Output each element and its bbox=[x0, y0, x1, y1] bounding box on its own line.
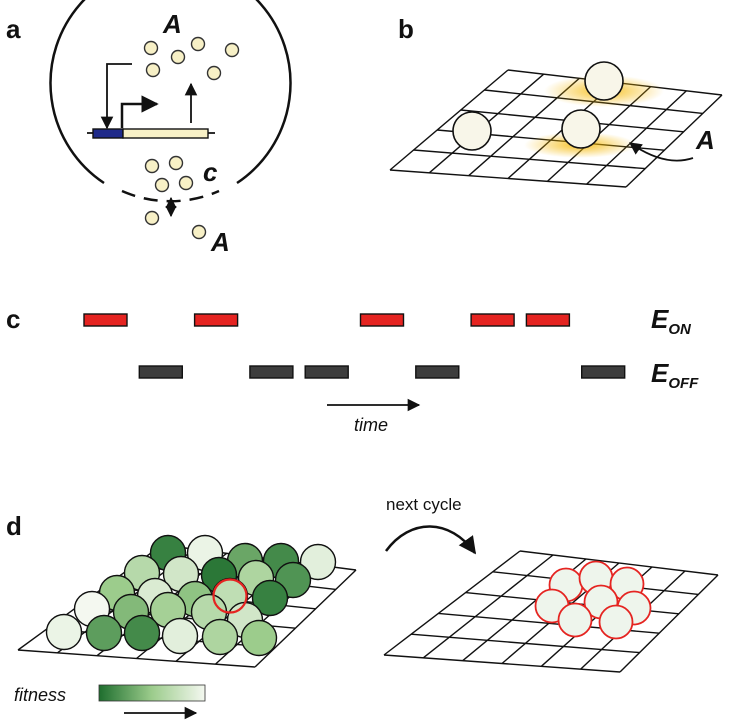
population-cells bbox=[45, 534, 337, 657]
next-cycle-label: next cycle bbox=[386, 495, 462, 514]
population-cell bbox=[161, 617, 199, 655]
panel-c: c EON EOFF time bbox=[6, 304, 699, 435]
on-event-bar bbox=[83, 313, 128, 327]
off-events-row bbox=[138, 365, 626, 379]
population-cell bbox=[85, 614, 123, 652]
on-event-bar bbox=[470, 313, 515, 327]
feedback-arrow bbox=[100, 63, 132, 130]
off-event-bar bbox=[249, 365, 294, 379]
gene bbox=[122, 128, 209, 139]
panel-a-label: a bbox=[6, 14, 21, 44]
off-state-label: EOFF bbox=[651, 358, 699, 392]
seeded-cells bbox=[534, 560, 652, 640]
lattice-cells bbox=[452, 61, 624, 151]
population-cell bbox=[123, 614, 161, 652]
signal-label: A bbox=[695, 125, 715, 155]
panel-d-label: d bbox=[6, 511, 22, 541]
signal-molecules-outside bbox=[144, 210, 207, 240]
seeded-cell bbox=[557, 602, 593, 638]
panel-d: d next cycle fitness bbox=[6, 495, 719, 720]
concentration-label: c bbox=[203, 157, 218, 187]
off-event-bar bbox=[581, 365, 626, 379]
population-cell bbox=[251, 579, 289, 617]
population-cell bbox=[45, 613, 83, 651]
lattice-cell bbox=[561, 109, 601, 149]
on-event-bar bbox=[525, 313, 571, 327]
on-event-bar bbox=[359, 313, 405, 327]
panel-c-label: c bbox=[6, 304, 20, 334]
time-label: time bbox=[354, 415, 388, 435]
on-events-row bbox=[83, 313, 571, 327]
population-cell bbox=[201, 618, 239, 656]
on-state-label: EON bbox=[651, 304, 692, 338]
signal-label-inside: A bbox=[162, 9, 182, 39]
transcription-arrow bbox=[120, 95, 159, 128]
panel-b: b A bbox=[389, 14, 723, 188]
lattice-cell bbox=[452, 111, 492, 151]
signal-molecules-bottom bbox=[144, 155, 194, 193]
off-event-bar bbox=[138, 365, 184, 379]
lattice-cell bbox=[584, 61, 624, 101]
off-event-bar bbox=[304, 365, 349, 379]
off-event-bar bbox=[415, 365, 460, 379]
signal-molecules-top bbox=[143, 36, 240, 81]
population-cell bbox=[240, 619, 278, 657]
seeded-cell bbox=[598, 604, 634, 640]
selected-cell-outline bbox=[212, 578, 248, 614]
panel-a: a A c bbox=[6, 0, 292, 257]
panel-b-label: b bbox=[398, 14, 414, 44]
next-cycle-arrow bbox=[384, 525, 477, 555]
on-event-bar bbox=[193, 313, 239, 327]
promoter bbox=[92, 128, 124, 139]
population-cell bbox=[299, 543, 337, 581]
signal-pointer-arrow bbox=[628, 142, 694, 162]
fitness-label: fitness bbox=[14, 685, 66, 705]
fitness-colorbar bbox=[98, 684, 206, 702]
signal-label-outside: A bbox=[210, 227, 230, 257]
cell-membrane bbox=[49, 0, 292, 185]
